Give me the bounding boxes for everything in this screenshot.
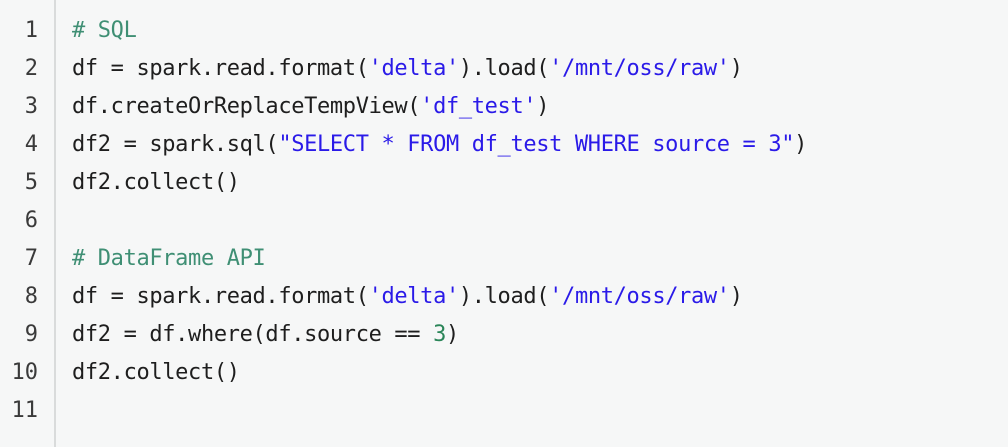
line-content[interactable]: df = spark.read.format('delta').load('/m… (72, 50, 743, 88)
token-plain: ) (445, 322, 459, 347)
token-plain: ) (794, 132, 808, 157)
code-line[interactable]: 3 df.createOrReplaceTempView('df_test') (0, 88, 1008, 126)
token-string: 'df_test' (420, 94, 537, 119)
token-plain: ) (729, 284, 743, 309)
line-number: 4 (24, 132, 38, 157)
line-number: 11 (11, 398, 39, 423)
line-number: 7 (24, 246, 38, 271)
token-plain: df2.collect() (72, 170, 240, 195)
line-content[interactable]: df = spark.read.format('delta').load('/m… (72, 278, 743, 316)
token-comment: # SQL (72, 18, 137, 43)
line-content[interactable]: df2.collect() (72, 164, 240, 202)
token-string: 'delta' (368, 56, 460, 81)
line-number: 3 (24, 94, 38, 119)
token-plain: df = spark.read.format( (72, 56, 369, 81)
line-number: 1 (24, 18, 38, 43)
token-plain: ).load( (458, 56, 550, 81)
token-plain: ) (729, 56, 743, 81)
token-plain: df2.collect() (72, 360, 240, 385)
line-number: 8 (24, 284, 38, 309)
token-comment: # DataFrame API (72, 246, 266, 271)
token-plain: df2 = spark.sql( (72, 132, 279, 157)
code-line[interactable]: 11 (0, 392, 1008, 430)
token-plain: df = spark.read.format( (72, 284, 369, 309)
line-number: 9 (24, 322, 38, 347)
line-content[interactable]: df2.collect() (72, 354, 240, 392)
token-string: 'delta' (368, 284, 460, 309)
token-plain: ) (536, 94, 550, 119)
token-number: 3 (433, 322, 446, 347)
line-content[interactable]: # DataFrame API (72, 240, 266, 278)
token-string: '/mnt/oss/raw' (549, 56, 730, 81)
line-content[interactable]: df2 = df.where(df.source == 3) (72, 316, 459, 354)
line-number: 10 (11, 360, 39, 385)
token-string: '/mnt/oss/raw' (549, 284, 730, 309)
code-line[interactable]: 5 df2.collect() (0, 164, 1008, 202)
token-string: "SELECT * FROM df_test WHERE source = 3" (278, 132, 795, 157)
line-number: 2 (24, 56, 38, 81)
code-line[interactable]: 8 df = spark.read.format('delta').load('/… (0, 278, 1008, 316)
token-plain: df.createOrReplaceTempView( (72, 94, 421, 119)
token-plain: df2 = df.where(df.source == (72, 322, 434, 347)
code-line[interactable]: 2 df = spark.read.format('delta').load('/… (0, 50, 1008, 88)
code-line[interactable]: 1 # SQL (0, 12, 1008, 50)
line-content[interactable]: df.createOrReplaceTempView('df_test') (72, 88, 549, 126)
line-number: 5 (24, 170, 38, 195)
code-line[interactable]: 10 df2.collect() (0, 354, 1008, 392)
code-line[interactable]: 6 (0, 202, 1008, 240)
line-content[interactable]: # SQL (72, 12, 137, 50)
code-line[interactable]: 4 df2 = spark.sql("SELECT * FROM df_test … (0, 126, 1008, 164)
line-number: 6 (24, 208, 38, 233)
code-line[interactable]: 9 df2 = df.where(df.source == 3) (0, 316, 1008, 354)
token-plain: ).load( (458, 284, 550, 309)
code-line[interactable]: 7 # DataFrame API (0, 240, 1008, 278)
line-content[interactable]: df2 = spark.sql("SELECT * FROM df_test W… (72, 126, 807, 164)
gutter-divider (54, 0, 56, 447)
